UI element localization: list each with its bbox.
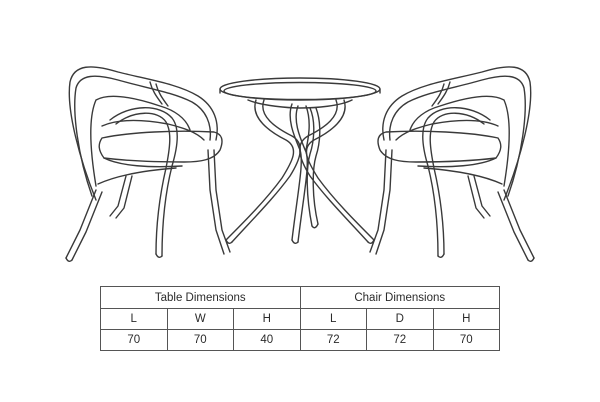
chair-depth-label: D <box>366 308 434 330</box>
dimensions-table: Table Dimensions Chair Dimensions L W H … <box>100 286 500 351</box>
chair-length-label: L <box>299 308 367 330</box>
left-chair-drawing <box>65 66 231 262</box>
table-height-value: 40 <box>233 329 301 351</box>
dimensions-label-row: L W H L D H <box>100 308 500 330</box>
right-chair-drawing <box>369 66 535 262</box>
chair-depth-value: 72 <box>366 329 434 351</box>
bistro-set-illustration <box>65 66 535 262</box>
dimensions-header-row: Table Dimensions Chair Dimensions <box>100 286 500 309</box>
table-length-value: 70 <box>100 329 168 351</box>
table-drawing <box>219 77 381 244</box>
chair-dimensions-heading: Chair Dimensions <box>299 286 500 309</box>
chair-height-label: H <box>432 308 500 330</box>
table-length-label: L <box>100 308 168 330</box>
chair-height-value: 70 <box>432 329 500 351</box>
chair-length-value: 72 <box>299 329 367 351</box>
table-width-label: W <box>166 308 234 330</box>
table-dimensions-heading: Table Dimensions <box>100 286 301 309</box>
table-height-label: H <box>233 308 301 330</box>
dimensions-value-row: 70 70 40 72 72 70 <box>100 329 500 351</box>
table-width-value: 70 <box>166 329 234 351</box>
